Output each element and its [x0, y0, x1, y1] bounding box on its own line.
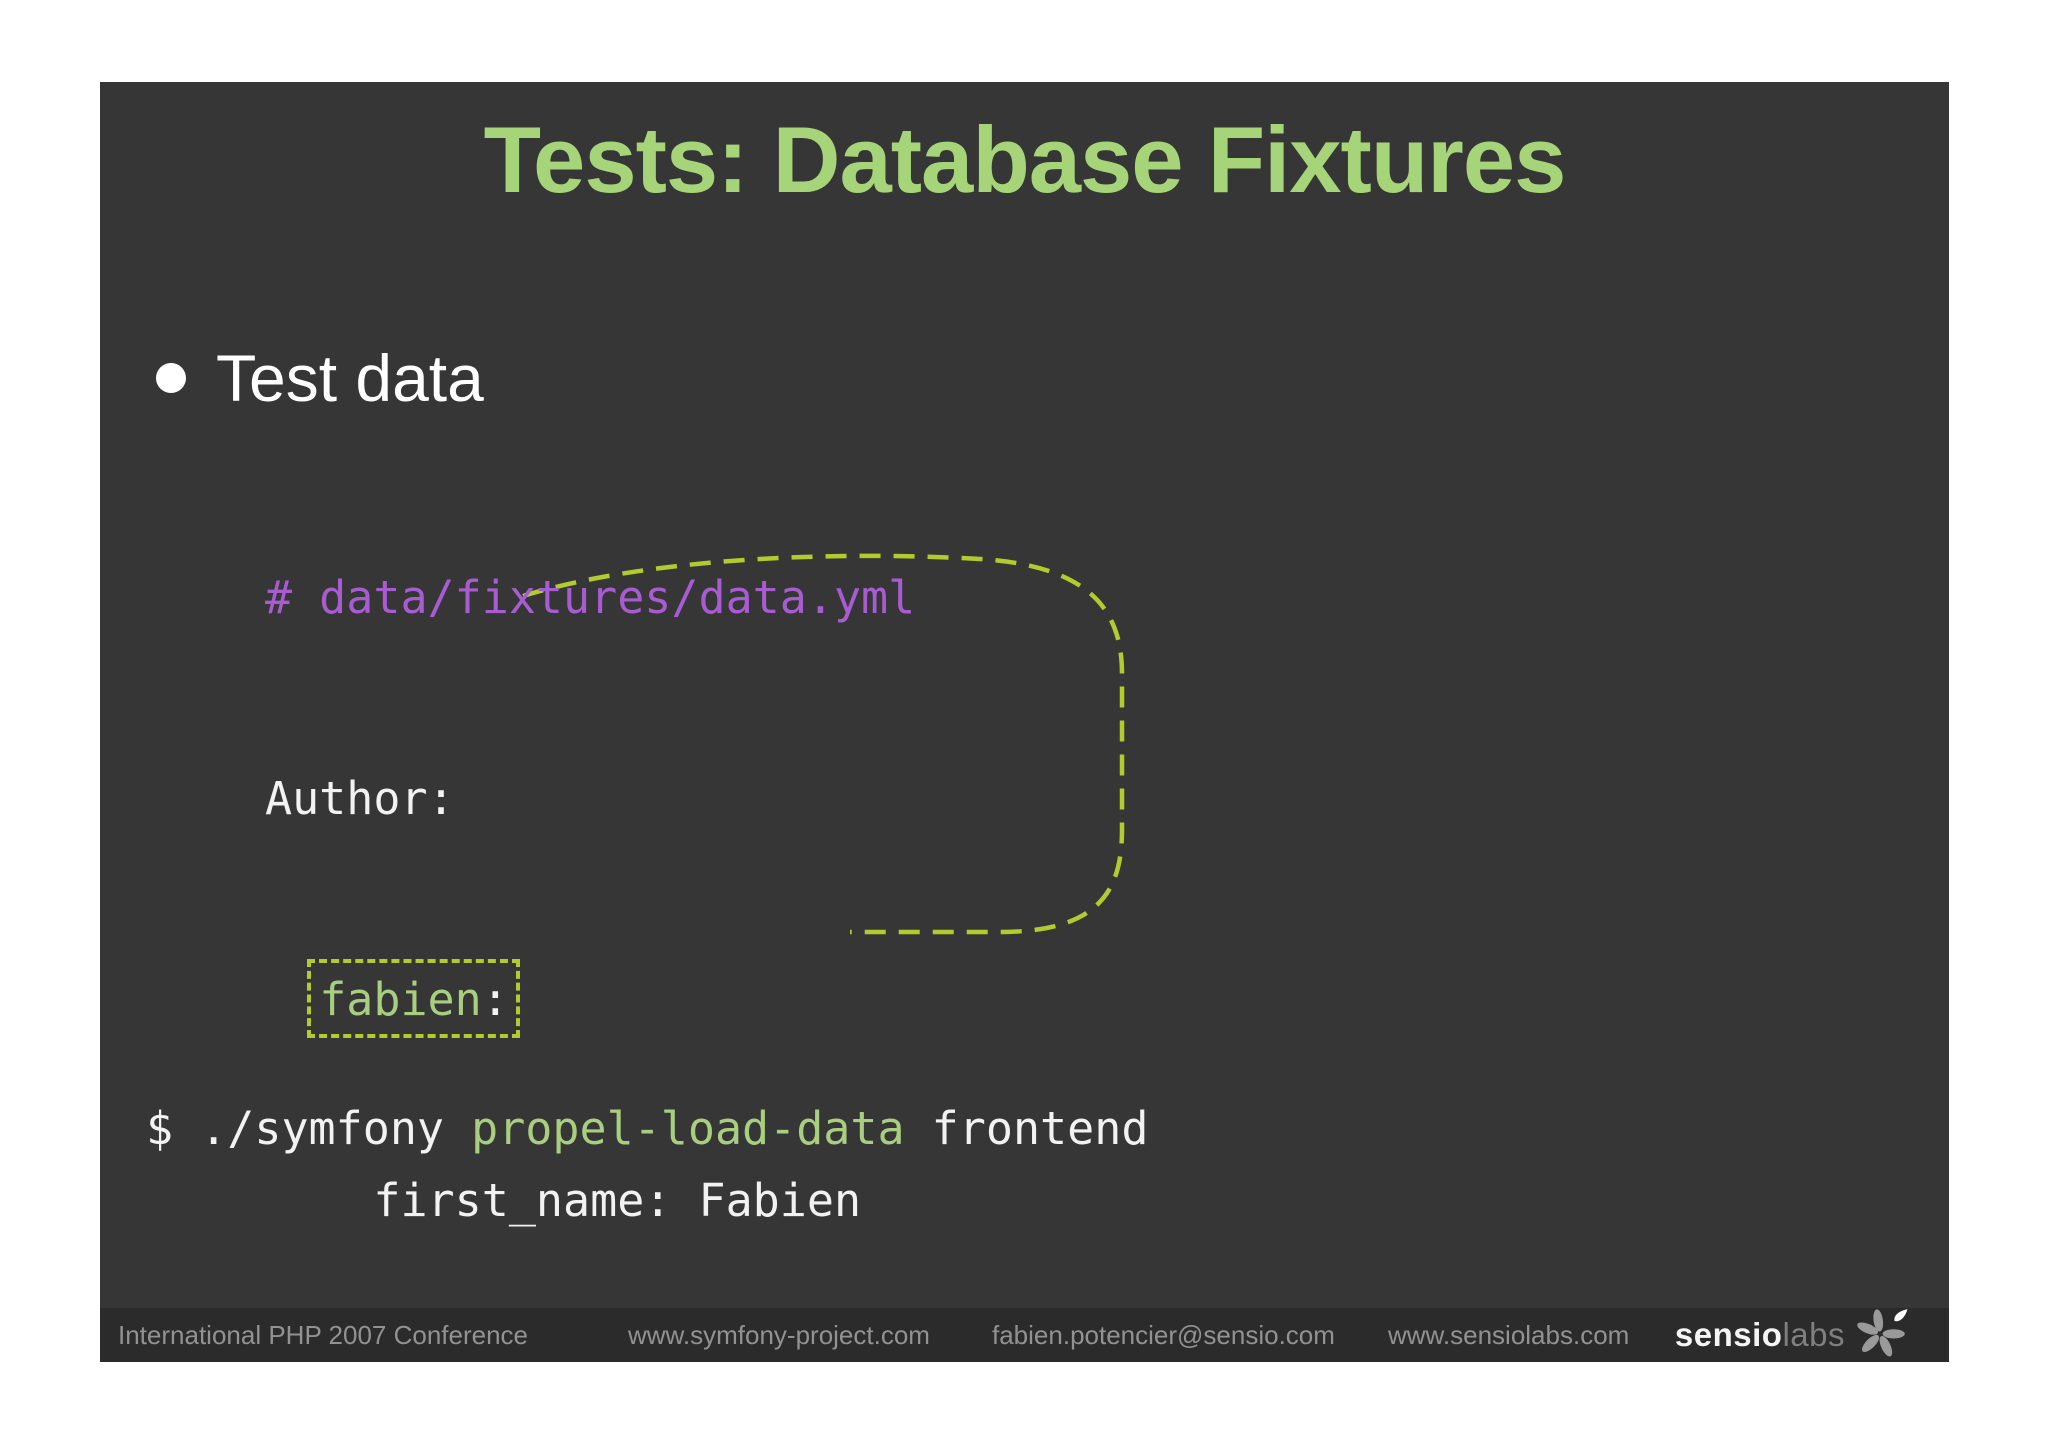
bullet-dot [156, 363, 186, 393]
command-prefix: $ ./symfony [146, 1102, 472, 1155]
code-line-comment: # data/fixtures/data.yml [265, 564, 1186, 631]
yaml-filename-comment: # data/fixtures/data.yml [265, 571, 916, 624]
bullet-item: Test data [156, 340, 484, 416]
footer-symfony-url: www.symfony-project.com [628, 1320, 930, 1350]
shell-command: $ ./symfony propel-load-data frontend [146, 1095, 1148, 1162]
author-key-token: fabien [319, 973, 482, 1026]
bullet-text: Test data [216, 341, 484, 415]
code-line: fabien: [265, 966, 1186, 1033]
logo-text-sensio: sensio [1674, 1316, 1783, 1353]
footer-conference-name: International PHP 2007 Conference [118, 1320, 529, 1350]
slide-footer: International PHP 2007 Conference www.sy… [100, 1308, 1949, 1362]
command-task-name: propel-load-data [471, 1102, 905, 1155]
slide-title: Tests: Database Fixtures [483, 107, 1567, 212]
footer-sensiolabs-url: www.sensiolabs.com [1388, 1320, 1630, 1350]
code-line: first_name: Fabien [265, 1174, 862, 1227]
logo-text-labs: labs [1782, 1316, 1845, 1353]
author-key-highlight-box: fabien: [319, 973, 509, 1026]
presentation-slide: Tests: Database Fixtures Test data # dat… [100, 82, 1949, 1362]
sensiolabs-star-icon [1857, 1309, 1908, 1357]
yaml-code-block: # data/fixtures/data.yml Author: fabien:… [265, 430, 1186, 1362]
footer-email: fabien.potencier@sensio.com [992, 1320, 1335, 1350]
command-suffix: frontend [904, 1102, 1149, 1155]
code-line: Author: [265, 772, 455, 825]
